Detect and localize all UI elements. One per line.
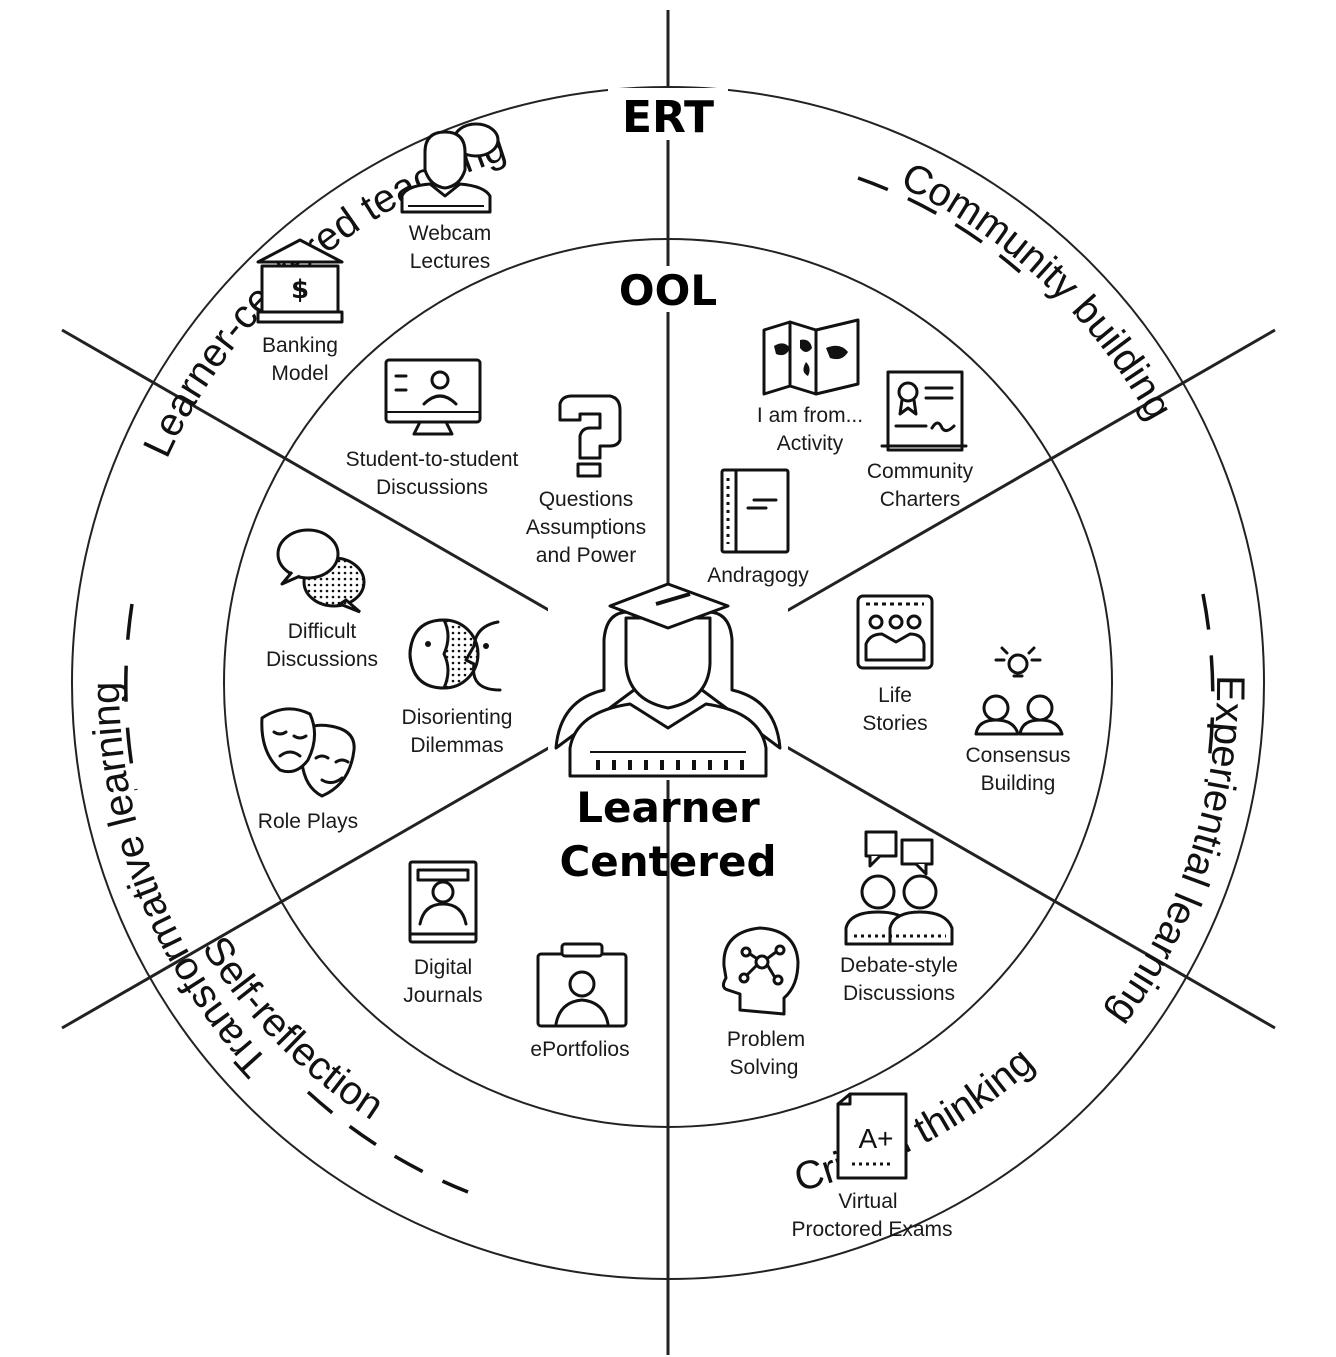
item-andragogy-line1: Andragogy <box>707 564 809 587</box>
svg-text:$: $ <box>291 275 309 305</box>
item-debate-line2: Discussions <box>843 982 955 1005</box>
item-student-line1: Student-to-student <box>346 448 519 471</box>
item-exams-line1: Virtual <box>838 1190 897 1213</box>
item-life-line2: Stories <box>862 712 927 735</box>
theater-masks-icon <box>260 707 356 798</box>
item-consensus-line1: Consensus <box>965 744 1070 767</box>
two-faces-icon <box>408 618 502 692</box>
item-iamfrom-line2: Activity <box>777 432 844 455</box>
item-charters-line2: Charters <box>880 488 961 511</box>
item-life-line1: Life <box>878 684 912 707</box>
id-badge-icon <box>536 942 628 1028</box>
item-disorienting-line2: Dilemmas <box>410 734 503 757</box>
item-questions-line2: Assumptions <box>526 516 646 539</box>
center-label-line1: Learner <box>576 783 760 832</box>
item-exams-line2: Proctored Exams <box>791 1218 952 1241</box>
dash-accent-bottom-left <box>306 1090 469 1194</box>
graduate-group-icon <box>548 582 788 780</box>
item-disorienting-line1: Disorienting <box>402 706 513 729</box>
theme-experiential: Experiential learning <box>1100 675 1252 1034</box>
graded-paper-icon: A+ <box>836 1092 908 1180</box>
journal-portrait-icon <box>408 860 478 944</box>
certificate-icon <box>880 370 968 452</box>
item-journals-line1: Digital <box>414 956 472 979</box>
item-webcam-line1: Webcam <box>409 222 491 245</box>
item-journals-line2: Journals <box>403 984 482 1007</box>
bank-dollar-icon: $ <box>256 238 344 324</box>
item-questions-line3: and Power <box>536 544 636 567</box>
item-banking-line1: Banking <box>262 334 338 357</box>
dash-accent-right <box>1201 593 1215 783</box>
item-iamfrom-line1: I am from... <box>757 404 863 427</box>
item-difficult-line1: Difficult <box>288 620 357 643</box>
ool-label: OOL <box>619 266 717 315</box>
world-map-icon <box>762 318 860 396</box>
item-problem-line1: Problem <box>727 1028 805 1051</box>
people-idea-icon <box>974 646 1064 736</box>
svg-text:A+: A+ <box>858 1123 893 1154</box>
presenter-speech-icon <box>400 122 500 214</box>
debate-people-icon <box>844 830 954 946</box>
monitor-profile-icon <box>384 358 482 436</box>
item-eportfolios-line1: ePortfolios <box>530 1038 629 1061</box>
item-charters-line1: Community <box>867 460 974 483</box>
item-webcam-line2: Lectures <box>410 250 491 273</box>
dash-accent-left <box>124 603 138 791</box>
people-screen-icon <box>856 594 934 670</box>
dash-accent-top-right <box>857 176 1022 274</box>
ert-tag-bg <box>608 88 728 140</box>
item-debate-line1: Debate-style <box>840 954 958 977</box>
ool-tag-bg <box>608 266 728 312</box>
question-mark-icon <box>558 394 622 478</box>
center-label-line2: Centered <box>559 837 776 886</box>
ert-label: ERT <box>622 92 714 143</box>
item-questions-line1: Questions <box>539 488 634 511</box>
item-roleplays-line1: Role Plays <box>258 810 358 833</box>
item-difficult-line2: Discussions <box>266 648 378 671</box>
speech-bubbles-icon <box>276 528 366 614</box>
item-student-line2: Discussions <box>376 476 488 499</box>
book-icon <box>720 468 790 554</box>
item-consensus-line2: Building <box>981 772 1056 795</box>
item-banking-line2: Model <box>271 362 328 385</box>
item-problem-line2: Solving <box>730 1056 799 1079</box>
head-network-icon <box>721 926 800 1016</box>
